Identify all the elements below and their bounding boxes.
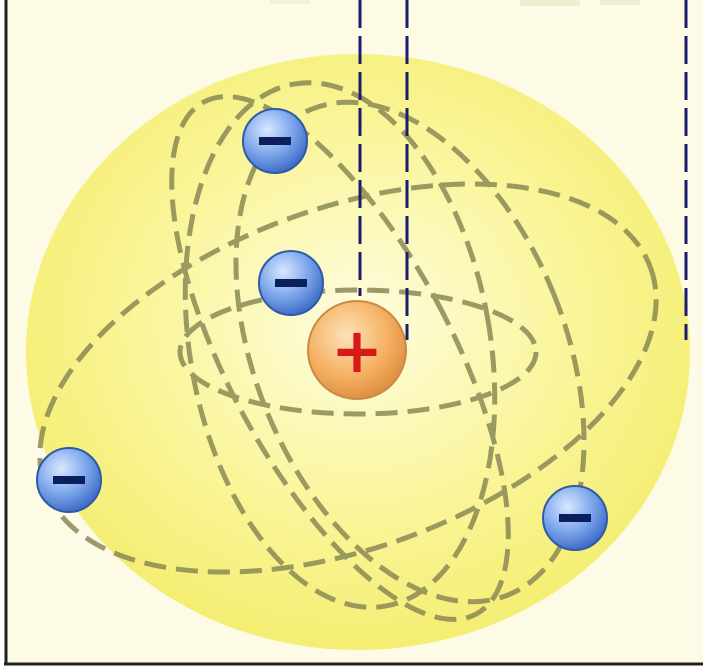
electron-3: [36, 447, 102, 513]
orbit-tall-left: [182, 80, 498, 610]
orbits: [37, 80, 659, 622]
orbit-vertical-tilted: [169, 94, 511, 622]
nucleus-sphere: [307, 300, 407, 400]
orbit-tall-right: [233, 99, 587, 605]
electron-4: [542, 485, 608, 551]
electron-minus-symbol: [275, 279, 307, 287]
orbit-wide-tilted: [37, 181, 659, 575]
electron-minus-symbol: [259, 137, 291, 145]
nucleus: +: [307, 300, 407, 400]
guide-lines: [358, 0, 688, 340]
electron-minus-symbol: [559, 514, 591, 522]
electron-minus-symbol: [53, 476, 85, 484]
cropped-top-marks: [270, 0, 640, 6]
nucleus-plus-symbol: +: [331, 314, 383, 387]
electron-1: [242, 108, 308, 174]
electron-2: [258, 250, 324, 316]
orbit-inner-ring: [177, 287, 539, 417]
